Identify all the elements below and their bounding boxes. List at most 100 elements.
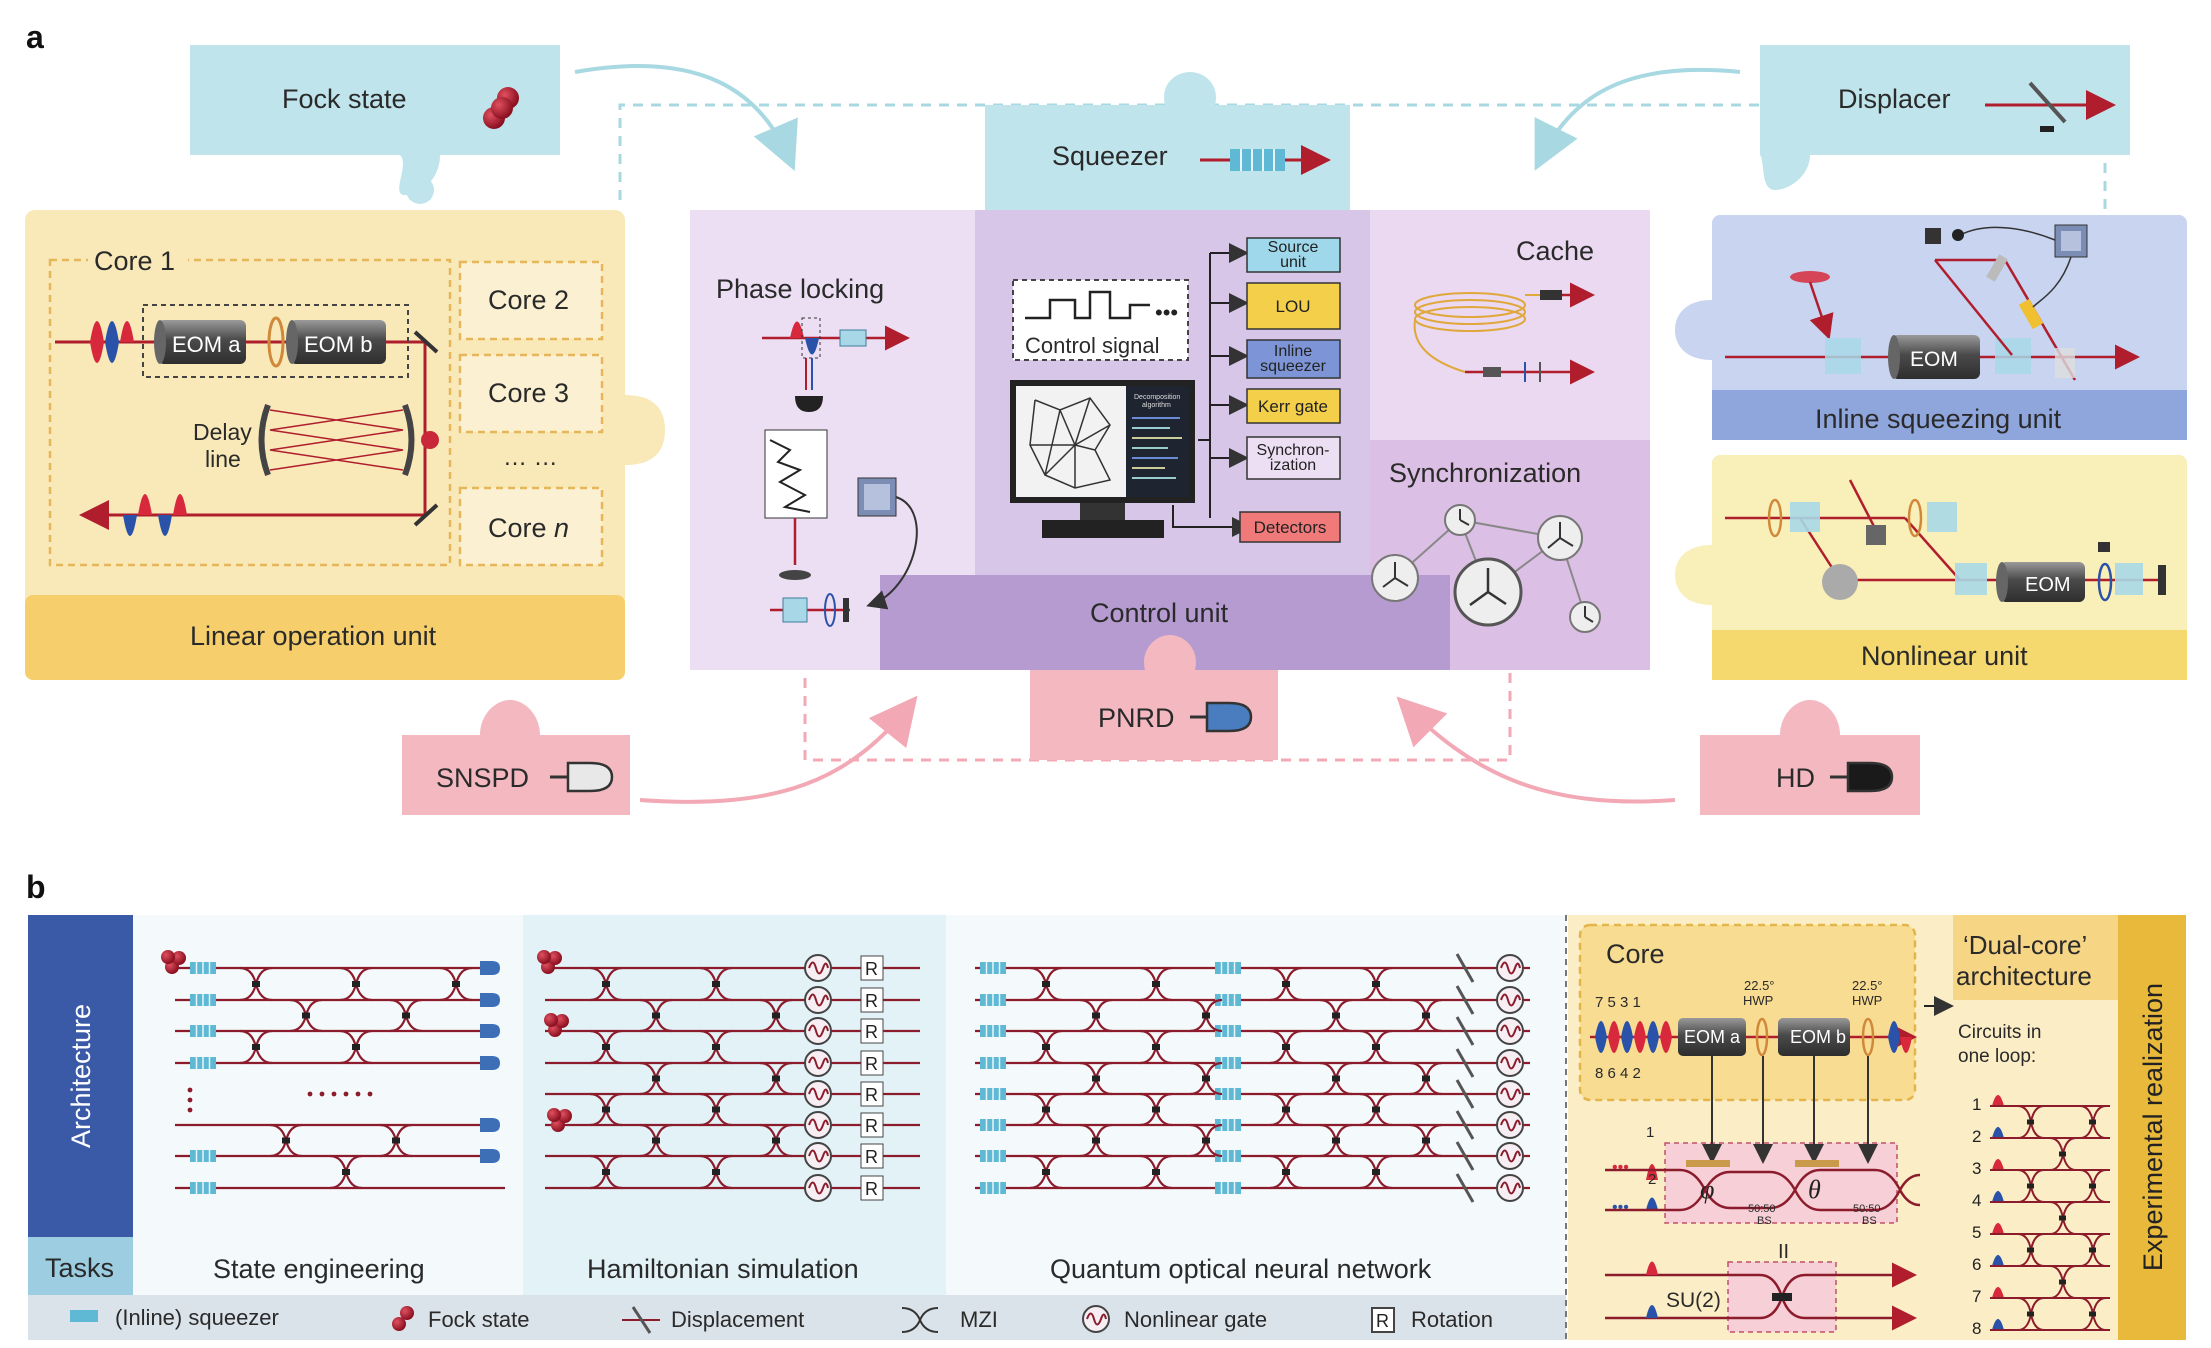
rotation-icon: R: [1371, 1307, 1395, 1333]
svg-text:R: R: [865, 1147, 878, 1167]
source-unit-box: [1246, 237, 1341, 273]
core3-box: [458, 353, 604, 434]
loop-number: 6: [1972, 1255, 1981, 1274]
svg-text:BS: BS: [1862, 1215, 1877, 1227]
cores-ellipsis: … …: [503, 444, 558, 471]
fock-state-piece: Fock state: [190, 45, 560, 204]
snspd-detector-icon: [550, 761, 614, 793]
pnrd-detector-icon: [1190, 701, 1253, 733]
inline-squeezing-title: Inline squeezing unit: [1815, 404, 2062, 434]
svg-text:•••: •••: [1612, 1159, 1629, 1176]
phase-locking-label: Phase locking: [716, 274, 884, 304]
svg-text:22.5°: 22.5°: [1744, 978, 1775, 993]
svg-text:(Inline) squeezer: (Inline) squeezer: [115, 1305, 279, 1330]
displacer-piece: Displacer: [1760, 45, 2130, 190]
fock-to-control-arrow: [574, 63, 798, 172]
inline-eom-label: EOM: [1910, 348, 1958, 371]
panel-b: Architecture Tasks State engineering Ham…: [28, 915, 2186, 1340]
loop-number: 7: [1972, 1287, 1981, 1306]
eom-inline: EOM: [1888, 335, 1980, 379]
svg-text:•••: •••: [1155, 300, 1178, 325]
architecture-column: [28, 915, 133, 1237]
squeezer-icon: [1200, 145, 1331, 175]
synchronization-box: [1246, 436, 1341, 480]
svg-text:50:50: 50:50: [1853, 1203, 1881, 1215]
tasks-label: Tasks: [45, 1253, 114, 1283]
legend-squeezer: (Inline) squeezer: [70, 1305, 279, 1330]
mzi-icon: [901, 1307, 939, 1333]
svg-text:HWP: HWP: [1852, 993, 1882, 1008]
lou-box: [1246, 282, 1341, 330]
loop-number: 3: [1972, 1159, 1981, 1178]
eom-nonlinear: EOM: [1996, 562, 2085, 602]
kerr-gate-label: Kerr gate: [1258, 397, 1328, 416]
hd-arrow: [1396, 696, 1676, 804]
legend-mzi: MZI: [901, 1307, 998, 1333]
top-dashed-frame: [618, 103, 2107, 215]
eom-a-cylinder: EOM a: [154, 320, 246, 364]
svg-text:1: 1: [1646, 1124, 1654, 1141]
task-hamiltonian-simulation: Hamiltonian simulation: [587, 1254, 859, 1284]
synchronization-label: Synchronization: [1389, 458, 1581, 488]
phase-locking-icon: [762, 317, 918, 627]
hd-label: HD: [1776, 763, 1815, 793]
legend-displacement: Displacement: [622, 1306, 804, 1334]
cache-label: Cache: [1516, 236, 1594, 266]
inline-squeezing-unit: Inline squeezing unit EOM: [1675, 215, 2187, 440]
nonlinear-gate-icon: [1082, 1305, 1110, 1333]
nonlinear-title: Nonlinear unit: [1861, 641, 2028, 671]
snspd-arrow: [639, 695, 918, 804]
loop-number: 5: [1972, 1223, 1981, 1242]
panel-b-letter: b: [26, 869, 46, 905]
fiber-spool-icon: [1413, 282, 1595, 385]
dual-core-title-1: ‘Dual-core’: [1963, 930, 2087, 960]
svg-text:BS: BS: [1757, 1215, 1772, 1227]
theta-label: θ: [1808, 1175, 1821, 1204]
dual-core-title-2: architecture: [1956, 961, 2092, 991]
eom-b-label: EOM b: [304, 332, 372, 357]
delay-line-label-1: Delay: [193, 419, 252, 445]
computer-icon: Decomposition algorithm: [1010, 380, 1195, 538]
task-qonn: Quantum optical neural network: [1050, 1254, 1432, 1284]
core2-box: [458, 260, 604, 341]
svg-text:R: R: [865, 991, 878, 1011]
svg-text:algorithm: algorithm: [1142, 402, 1171, 409]
displacer-to-control-arrow: [1534, 67, 1741, 171]
detectors-box: [1239, 511, 1341, 543]
loop-number: 2: [1972, 1127, 1981, 1146]
output-pulses: [123, 494, 187, 536]
inline-squeezer-box: [1246, 339, 1341, 379]
legend-rotation: R Rotation: [1371, 1307, 1493, 1333]
svg-text:Rotation: Rotation: [1411, 1307, 1493, 1332]
displacer-icon: [1985, 81, 2116, 132]
fock-state-icon: [392, 1306, 414, 1331]
core1-label: Core 1: [94, 246, 175, 276]
core-box: [1578, 923, 1917, 1102]
su2-label: SU(2): [1666, 1289, 1721, 1312]
architecture-label: Architecture: [66, 1004, 96, 1148]
lou-label: LOU: [1276, 297, 1311, 316]
kerr-gate-box: [1246, 388, 1341, 424]
svg-text:R: R: [865, 1179, 878, 1199]
loop-number: 8: [1972, 1319, 1981, 1338]
synchronization-box-label: Synchron-ization: [1257, 442, 1330, 474]
task-state-engineering: State engineering: [213, 1254, 425, 1284]
control-unit-title: Control unit: [1090, 598, 1229, 628]
squeezer-icon: [70, 1310, 98, 1322]
core-bottom-numbers: 8 6 4 2: [1595, 1065, 1641, 1082]
svg-text:R: R: [1376, 1311, 1389, 1331]
svg-text:2: 2: [1648, 1171, 1656, 1188]
svg-text:HWP: HWP: [1743, 993, 1773, 1008]
svg-text:•••: •••: [1612, 1199, 1629, 1216]
legend-fock-state: Fock state: [392, 1306, 529, 1332]
eom-b-cylinder: EOM b: [286, 320, 386, 364]
svg-text:R: R: [865, 959, 878, 979]
tasks-cell: [28, 1237, 133, 1295]
core-top-numbers: 7 5 3 1: [1595, 994, 1641, 1011]
pnrd-label: PNRD: [1098, 703, 1175, 733]
hd-detector-icon: [1830, 761, 1894, 793]
